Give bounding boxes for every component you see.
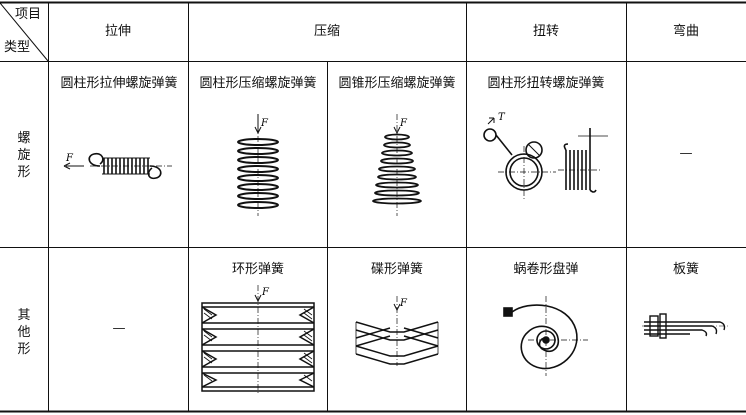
header-bending: 弯曲 (672, 24, 700, 39)
caption-spiral-spring: 蜗卷形盘弹 (513, 262, 579, 277)
corner-label-item: 项目 (15, 7, 42, 22)
caption-ring-spring: 环形弹簧 (231, 262, 285, 277)
force-label-disc: F (399, 298, 408, 309)
header-tension: 拉伸 (104, 24, 132, 39)
caption-leaf-spring: 板簧 (672, 262, 700, 277)
row-label-helical: 螺旋形 (17, 131, 31, 180)
caption-cylindrical-torsion-spring: 圆柱形扭转螺旋弹簧 (487, 76, 605, 91)
cylindrical-compression-spring-illustration: F (237, 114, 279, 216)
conical-compression-spring-illustration: F (372, 114, 422, 216)
header-compression: 压缩 (313, 24, 341, 39)
torque-label: T (498, 112, 506, 123)
corner-label-type: 类型 (4, 40, 31, 55)
leaf-spring-illustration (642, 313, 728, 339)
force-label-tension: F (65, 153, 74, 164)
force-label-compression: F (260, 118, 269, 129)
tension-spring-illustration: F (63, 152, 172, 180)
empty-cell-helical-bending: — (679, 146, 693, 161)
force-label-conical: F (399, 118, 408, 129)
ring-spring-illustration: F (201, 285, 315, 395)
caption-disc-spring: 碟形弹簧 (370, 262, 424, 277)
caption-conical-compression-spring: 圆锥形压缩螺旋弹簧 (338, 76, 456, 91)
torsion-spring-illustration: T (483, 112, 608, 200)
caption-cylindrical-tension-spring: 圆柱形拉伸螺旋弹簧 (60, 76, 178, 91)
spiral-spring-illustration (503, 296, 588, 376)
disc-spring-illustration: F (355, 296, 439, 366)
force-label-ring: F (261, 287, 270, 298)
empty-cell-other-tension: — (112, 321, 126, 336)
header-torsion: 扭转 (532, 24, 560, 39)
caption-cylindrical-compression-spring: 圆柱形压缩螺旋弹簧 (199, 76, 317, 91)
row-label-other: 其他形 (17, 308, 31, 357)
